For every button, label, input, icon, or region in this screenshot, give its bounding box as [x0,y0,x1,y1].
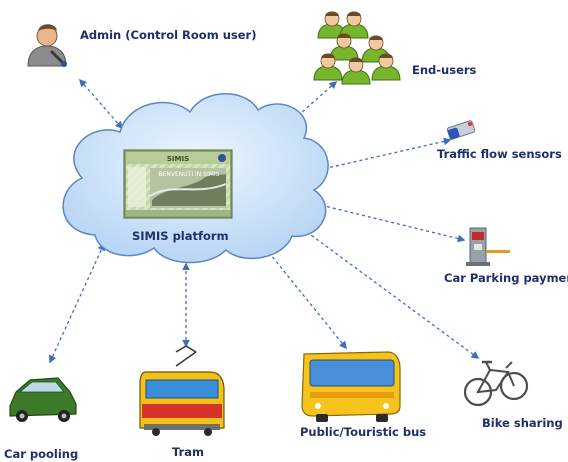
links [49,78,480,364]
admin-person-icon [27,24,67,67]
parking-meter-icon [466,227,510,266]
link-admin [78,78,124,130]
car-icon [9,377,77,422]
traffic-sensors-label: Traffic flow sensors [437,147,562,161]
platform-label: SIMIS platform [132,229,229,243]
tram-label: Tram [172,445,204,459]
link-bike-sharing [294,223,480,359]
globe-icon [218,154,226,162]
bike-sharing-label: Bike sharing [482,416,563,430]
bicycle-icon [463,360,529,407]
end-users-label: End-users [412,63,477,77]
link-car-pooling [49,242,105,364]
platform-screen[interactable]: SIMIS BENVENUTI IN SIMIS [123,149,233,219]
platform-screen-banner: BENVENUTI IN SIMIS [158,171,219,178]
bus-label: Public/Touristic bus [300,425,426,439]
sensor-camera-icon [446,120,476,140]
link-car-parking [298,197,466,243]
link-traffic-sensors [308,137,452,175]
platform-screen-logo: SIMIS [167,155,189,163]
car-parking-label: Car Parking payment [444,271,568,285]
car-pooling-label: Car pooling [4,447,78,461]
admin-label: Admin (Control Room user) [80,28,256,42]
bus-icon [301,351,401,422]
tram-icon [139,345,225,436]
link-bus [261,242,347,350]
users-group-icon [313,11,401,85]
